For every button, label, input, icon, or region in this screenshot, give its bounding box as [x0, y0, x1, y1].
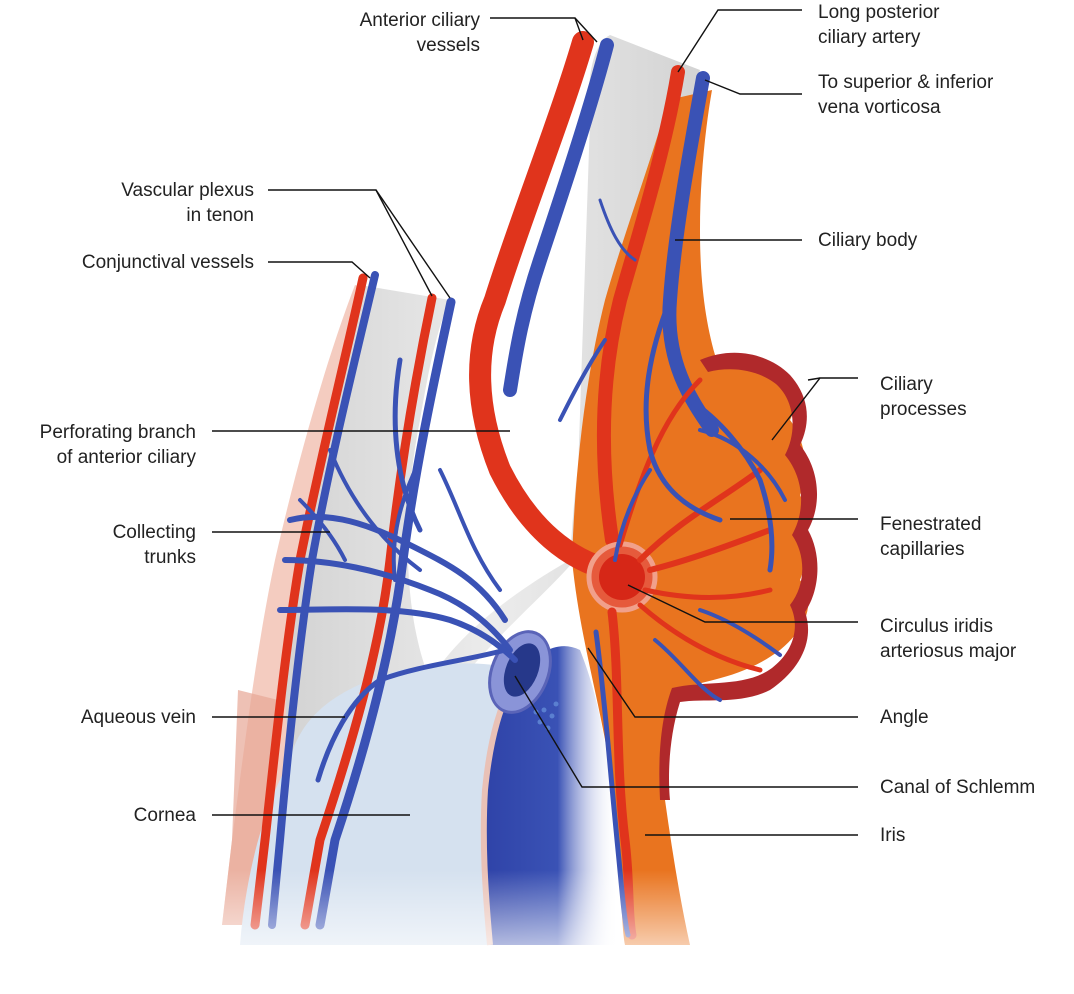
label-anterior-ciliary-vessels: Anterior ciliary vessels	[300, 8, 480, 58]
label-long-posterior-ciliary-artery: Long posterior ciliary artery	[818, 0, 1058, 50]
label-canal-of-schlemm: Canal of Schlemm	[880, 775, 1070, 800]
label-conjunctival-vessels: Conjunctival vessels	[20, 250, 254, 275]
label-ciliary-body: Ciliary body	[818, 228, 1018, 253]
label-collecting-trunks: Collecting trunks	[40, 520, 196, 570]
bottom-fade	[200, 870, 760, 989]
label-ciliary-processes: Ciliary processes	[880, 372, 1060, 422]
label-fenestrated-capillaries: Fenestrated capillaries	[880, 512, 1060, 562]
label-vascular-plexus-tenon: Vascular plexus in tenon	[40, 178, 254, 228]
label-angle: Angle	[880, 705, 1060, 730]
label-cornea: Cornea	[40, 803, 196, 828]
label-aqueous-vein: Aqueous vein	[20, 705, 196, 730]
label-perforating-branch: Perforating branch of anterior ciliary	[0, 420, 196, 470]
label-iris: Iris	[880, 823, 1060, 848]
label-vena-vorticosa: To superior & inferior vena vorticosa	[818, 70, 1058, 120]
label-circulus-iridis: Circulus iridis arteriosus major	[880, 614, 1070, 664]
